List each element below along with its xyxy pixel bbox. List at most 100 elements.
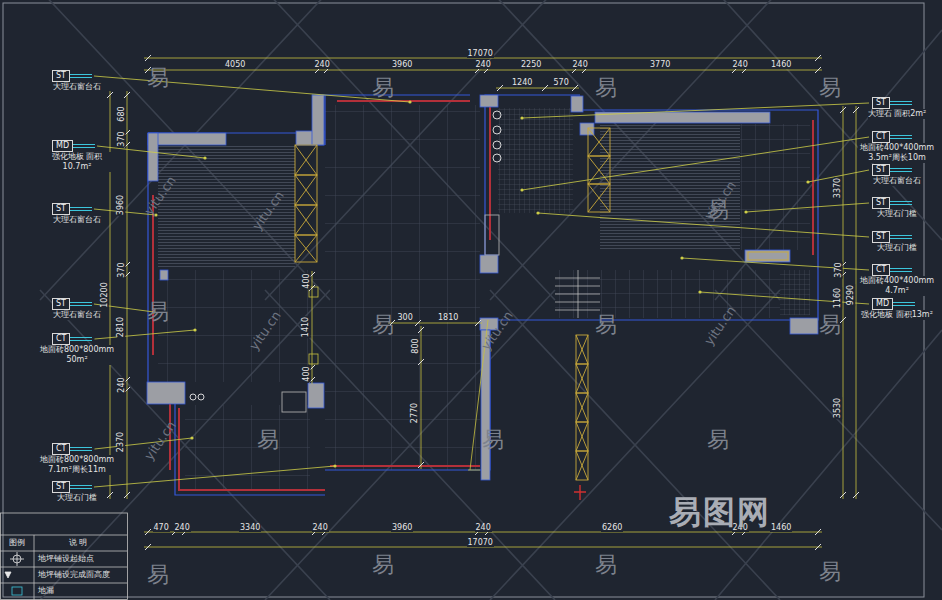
dimension-text: 9290 [847, 284, 855, 306]
leader-line [746, 203, 869, 212]
material-note: 大理石门槛 [877, 209, 917, 219]
callout-tag: MD强化地板 面积13m² [858, 298, 936, 320]
watermark: 易 [819, 314, 841, 336]
dimension-text: 370 [117, 261, 125, 278]
watermark: 易 [595, 314, 617, 336]
dimension-tick [145, 529, 151, 535]
callout-tag: ST大理石门槛 [858, 197, 936, 219]
tag-row: MD [38, 140, 116, 152]
watermark: 易 [819, 561, 841, 583]
material-note: 大理石门槛 [877, 243, 917, 253]
dimension-text: 240 [117, 376, 125, 393]
material-code: ST [872, 97, 890, 109]
material-note: 大理石窗台石 [873, 176, 921, 186]
dimension-tick [415, 320, 421, 326]
tag-row: ST [858, 231, 936, 243]
leader-dot [680, 256, 683, 259]
tag-row: CT [858, 264, 936, 276]
dimension-text: 2370 [117, 431, 125, 453]
dimension-text: 240 [732, 61, 749, 69]
dimension-tick [815, 67, 821, 73]
watermark: 易 [595, 77, 617, 99]
leader-dot [193, 328, 196, 331]
dimension-tick [853, 492, 859, 498]
callout-tag: ST大理石门槛 [38, 481, 116, 503]
dimension-tick [145, 544, 151, 550]
dimension-tick [418, 462, 424, 468]
material-note: 地面砖800*800mm 7.1m²周长11m [38, 455, 116, 475]
dimension-text: 6260 [601, 524, 623, 532]
dimension-line [144, 70, 822, 71]
leader-line [94, 76, 410, 102]
leader-dot [698, 290, 701, 293]
dimension-text: 570 [553, 79, 570, 87]
dimension-text: 400 [302, 272, 310, 289]
material-note: 大理石 面积2m² [868, 109, 927, 119]
dimension-tick [124, 492, 130, 498]
dimension-text: 240 [312, 524, 329, 532]
dimension-text: 3960 [391, 524, 413, 532]
leader-dot [190, 436, 193, 439]
leader-dot [333, 464, 336, 467]
sanitary-fixture [190, 111, 501, 412]
tag-tail [890, 201, 912, 205]
leader-line [522, 137, 869, 190]
dimension-tick [124, 92, 130, 98]
tag-row: MD [858, 298, 936, 310]
wall-finish-line [153, 101, 813, 490]
leader-line [538, 213, 869, 237]
tag-tail [890, 101, 912, 105]
dimension-text: 10200 [100, 281, 108, 308]
wall-outline [148, 95, 818, 495]
dimension-text: 1410 [302, 316, 310, 338]
leader-line [94, 438, 192, 449]
dimension-text: 3530 [834, 397, 842, 419]
leader-dot [744, 210, 747, 213]
dimension-text: 370 [117, 130, 125, 147]
floor-finish [158, 105, 810, 490]
dimension-line [388, 323, 482, 324]
material-note: 地面砖800*800mm 50m² [38, 345, 116, 365]
material-note: 大理石窗台石 [53, 82, 101, 92]
leader-dot [520, 116, 523, 119]
tag-tail [890, 168, 912, 172]
callout-tag: ST大理石 面积2m² [858, 97, 936, 119]
dimension-text: 1240 [511, 79, 533, 87]
leader-dot [203, 156, 206, 159]
material-code: ST [872, 164, 890, 176]
watermark: 易 [372, 554, 394, 576]
leader-line [94, 466, 335, 487]
callout-tag: ST大理石窗台石 [38, 203, 116, 225]
tag-row: ST [858, 197, 936, 209]
watermark: 易 [595, 554, 617, 576]
legend-text: 地漏 [38, 587, 54, 595]
dimension-line [421, 326, 422, 469]
tag-row: ST [38, 203, 116, 215]
dimension-tick [815, 529, 821, 535]
dimension-text: 2810 [117, 316, 125, 338]
dimension-text: 400 [302, 365, 310, 382]
leader-line [700, 292, 869, 304]
dimension-text: 17070 [467, 539, 494, 547]
dimension-text: 17070 [467, 50, 494, 58]
tag-tail [70, 302, 92, 306]
dimension-text: 240 [475, 61, 492, 69]
tag-tail [70, 74, 92, 78]
material-code: CT [52, 333, 70, 345]
watermark: 易 [147, 564, 169, 586]
dimension-tick [107, 92, 113, 98]
material-note: 大理石窗台石 [53, 215, 101, 225]
dimension-tick [418, 359, 424, 365]
dimension-tick [853, 107, 859, 113]
callout-tag: CT地面砖800*800mm 7.1m²周长11m [38, 443, 116, 475]
tag-tail [70, 207, 92, 211]
dimension-text: 1810 [437, 314, 459, 322]
watermark: 易 [819, 77, 841, 99]
leader-dot [536, 211, 539, 214]
dimension-tick [497, 85, 503, 91]
material-note: 地面砖400*400mm 3.5m²周长10m [858, 143, 936, 163]
material-code: MD [872, 298, 893, 310]
dimension-text: 240 [475, 524, 492, 532]
dimension-tick [840, 107, 846, 113]
